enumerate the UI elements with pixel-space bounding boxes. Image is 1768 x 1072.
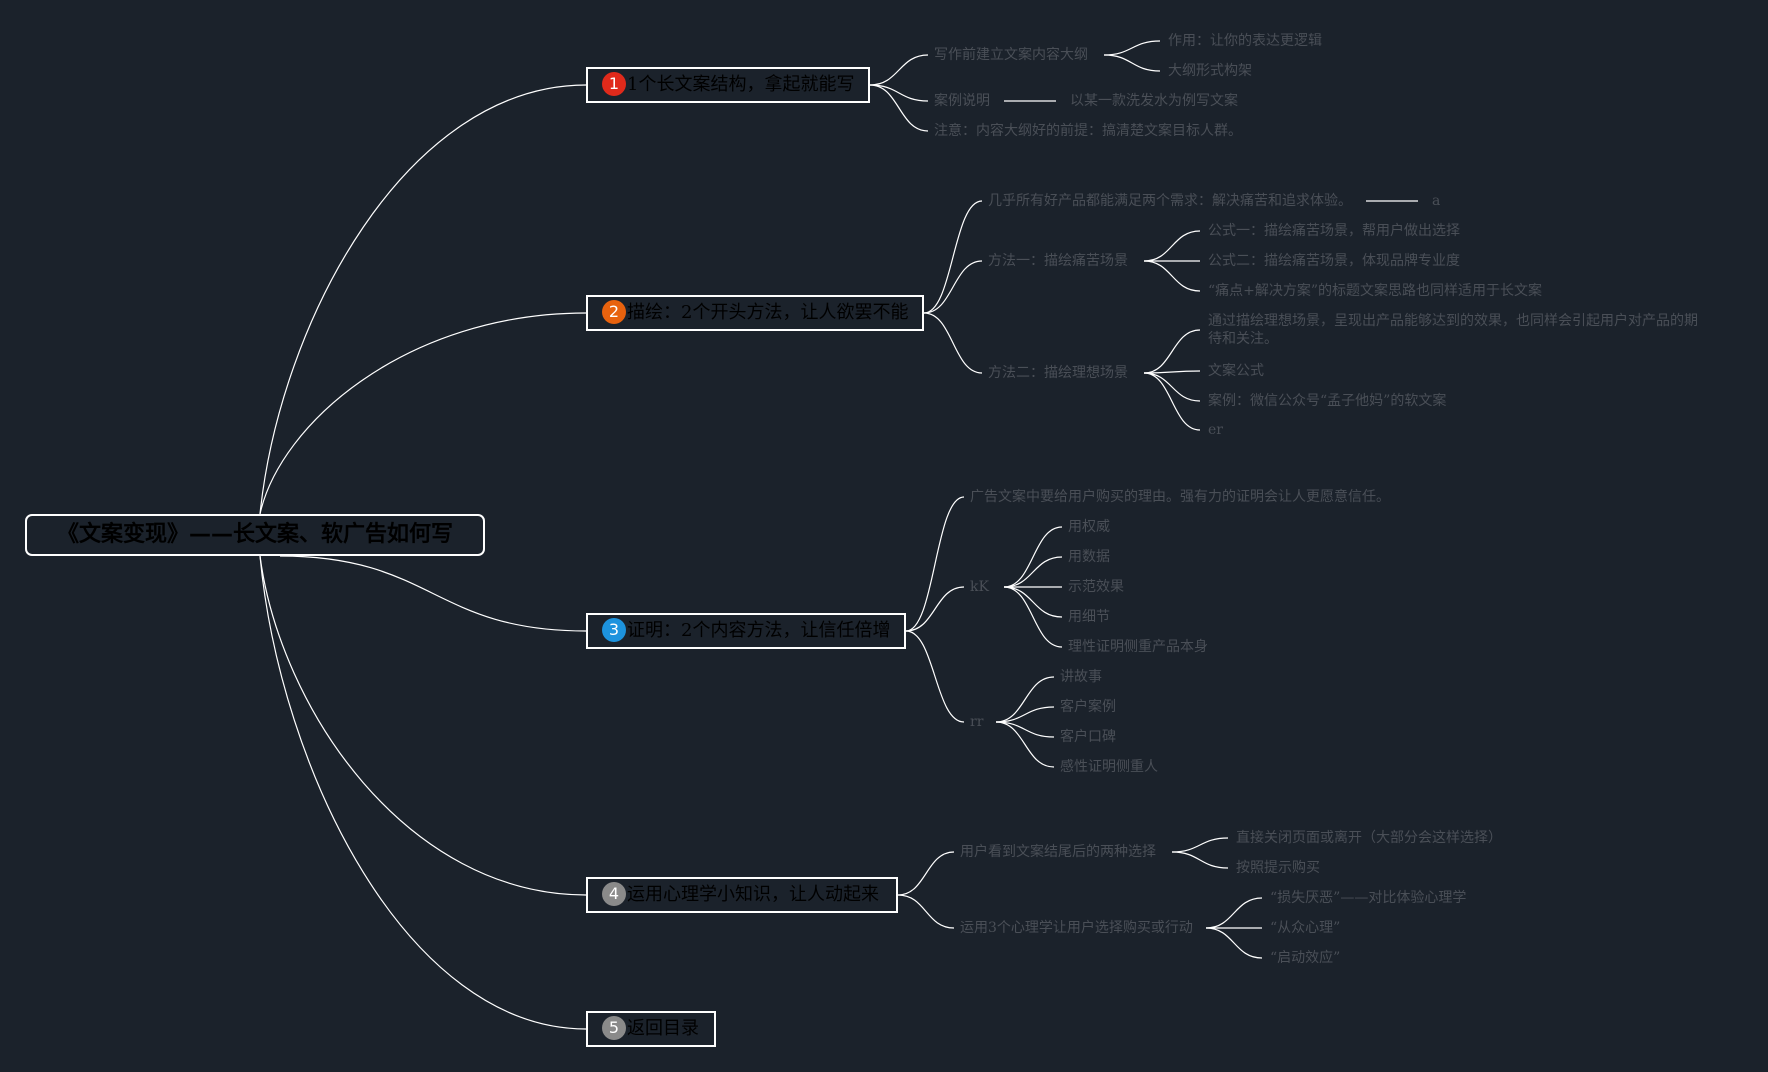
- b2-method-2-case[interactable]: 案例：微信公众号“孟子他妈”的软文案: [1208, 393, 1447, 409]
- link-b4-psy-child-0: [1205, 897, 1263, 929]
- b4-psychology-item-1[interactable]: “损失厌恶”——对比体验心理学: [1270, 890, 1467, 906]
- branch-3-number-badge: 3: [602, 618, 626, 642]
- b3-group-1-item-1[interactable]: 用权威: [1068, 519, 1110, 535]
- link-b1-child-0: [869, 54, 929, 86]
- b1-case-detail[interactable]: 以某一款洗发水为例写文案: [1070, 93, 1238, 109]
- link-root-branch-5: [259, 555, 587, 1030]
- b4-psychology-item-3[interactable]: “启动效应”: [1270, 950, 1341, 966]
- branch-3-label: 证明：2个内容方法，让信任倍增: [627, 620, 891, 641]
- link-b1-child-2: [869, 84, 929, 132]
- link-b3-g2-child-3: [995, 721, 1055, 768]
- b4-psychology-item-2[interactable]: “从众心理”: [1270, 920, 1341, 936]
- link-b3-g1-child-4: [1003, 586, 1063, 648]
- link-b2-m2-child-0: [1143, 329, 1201, 374]
- b2-method-1-formula-3[interactable]: “痛点+解决方案”的标题文案思路也同样适用于长文案: [1208, 283, 1543, 299]
- b3-group-1-item-5[interactable]: 理性证明侧重产品本身: [1068, 639, 1208, 655]
- link-b3-child-0: [905, 496, 965, 632]
- link-b2-m1-child-2: [1143, 260, 1201, 292]
- link-b3-g2-child-1: [995, 706, 1055, 723]
- link-b4-child-0: [897, 851, 955, 896]
- b1-outline-role[interactable]: 作用：让你的表达更逻辑: [1168, 33, 1322, 49]
- b3-group-2-item-1[interactable]: 讲故事: [1060, 669, 1102, 685]
- b1-note[interactable]: 注意：内容大纲好的前提：搞清楚文案目标人群。: [934, 123, 1242, 139]
- b2-needs[interactable]: 几乎所有好产品都能满足两个需求：解决痛苦和追求体验。: [988, 193, 1352, 209]
- b1-case[interactable]: 案例说明: [934, 93, 990, 109]
- branch-2-label: 描绘：2个开头方法，让人欲罢不能: [627, 302, 909, 323]
- branch-5-label: 返回目录: [627, 1018, 699, 1039]
- b2-method-2-formula[interactable]: 文案公式: [1208, 363, 1264, 379]
- b2-needs-child[interactable]: a: [1432, 193, 1441, 209]
- link-b1-child-1: [869, 84, 929, 102]
- b4-psychology[interactable]: 运用3个心理学让用户选择购买或行动: [960, 920, 1193, 936]
- b3-group-1-item-2[interactable]: 用数据: [1068, 549, 1110, 565]
- b2-method-1-formula-1[interactable]: 公式一：描绘痛苦场景，帮用户做出选择: [1208, 223, 1460, 239]
- b3-group-1-item-4[interactable]: 用细节: [1068, 609, 1110, 625]
- branch-5-number-badge: 5: [602, 1016, 626, 1040]
- b4-choice-item-2[interactable]: 按照提示购买: [1236, 860, 1320, 876]
- b2-method-1[interactable]: 方法一：描绘痛苦场景: [988, 253, 1128, 269]
- link-b2-m2-child-3: [1143, 372, 1201, 431]
- link-b3-g2-child-0: [995, 676, 1055, 723]
- b2-method-2[interactable]: 方法二：描绘理想场景: [988, 365, 1128, 381]
- root-topic[interactable]: 《文案变现》——长文案、软广告如何写: [25, 514, 485, 556]
- link-b2-child-2: [923, 312, 983, 374]
- link-root-branch-4: [259, 555, 587, 896]
- link-b3-g1-child-3: [1003, 586, 1063, 618]
- link-b2-m2-child-2: [1143, 372, 1201, 402]
- branch-1-number-badge: 1: [602, 72, 626, 96]
- branch-4-number-badge: 4: [602, 882, 626, 906]
- link-b4-psy-child-2: [1205, 927, 1263, 959]
- branch-2-number-badge: 2: [602, 300, 626, 324]
- link-b3-g1-child-1: [1003, 556, 1063, 588]
- link-b3-child-1: [905, 586, 965, 632]
- link-b2-child-0: [923, 200, 983, 314]
- link-b3-g2-child-2: [995, 721, 1055, 738]
- b3-reason[interactable]: 广告文案中要给用户购买的理由。强有力的证明会让人更愿意信任。: [970, 489, 1390, 505]
- b3-group-2-item-3[interactable]: 客户口碑: [1060, 729, 1116, 745]
- link-b4-choice-child-1: [1171, 851, 1229, 869]
- link-b1-outline-child-0: [1103, 40, 1161, 56]
- b3-group-1[interactable]: kK: [970, 579, 989, 595]
- b3-group-2-item-2[interactable]: 客户案例: [1060, 699, 1116, 715]
- link-b4-child-1: [897, 894, 955, 929]
- root-topic-label: 《文案变现》——长文案、软广告如何写: [56, 522, 453, 547]
- link-b2-child-1: [923, 260, 983, 314]
- b1-outline-form[interactable]: 大纲形式构架: [1168, 63, 1252, 79]
- branch-4-label: 运用心理学小知识，让人动起来: [627, 884, 879, 905]
- link-b4-choice-child-0: [1171, 837, 1229, 853]
- b3-group-2-item-4[interactable]: 感性证明侧重人: [1060, 759, 1158, 775]
- link-root-branch-1: [259, 84, 587, 515]
- b2-method-2-desc[interactable]: 通过描绘理想场景，呈现出产品能够达到的效果，也同样会引起用户对产品的期待和关注。: [1208, 313, 1698, 347]
- b4-choice-item-1[interactable]: 直接关闭页面或离开（大部分会这样选择）: [1236, 830, 1502, 846]
- link-b3-g1-child-0: [1003, 526, 1063, 588]
- branch-1-label: 1个长文案结构，拿起就能写: [627, 74, 855, 95]
- link-root-branch-3: [279, 555, 587, 632]
- link-b3-child-2: [905, 630, 965, 723]
- b2-method-2-extra[interactable]: er: [1208, 422, 1223, 438]
- link-b2-m1-child-0: [1143, 230, 1201, 262]
- link-b1-outline-child-1: [1103, 54, 1161, 72]
- b2-method-1-formula-2[interactable]: 公式二：描绘痛苦场景，体现品牌专业度: [1208, 253, 1460, 269]
- b1-outline[interactable]: 写作前建立文案内容大纲: [934, 47, 1088, 63]
- b3-group-2[interactable]: rr: [970, 714, 984, 730]
- b4-choice[interactable]: 用户看到文案结尾后的两种选择: [960, 844, 1156, 860]
- b3-group-1-item-3[interactable]: 示范效果: [1068, 579, 1124, 595]
- link-root-branch-2: [259, 312, 587, 515]
